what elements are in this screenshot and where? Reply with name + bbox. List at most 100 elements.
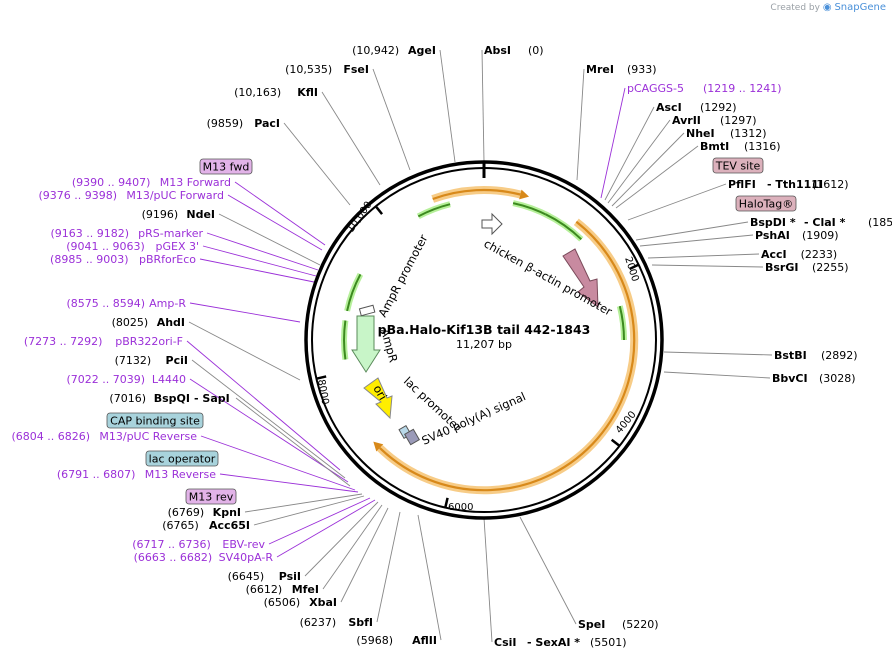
feature-box-label: CAP binding site (110, 415, 200, 428)
site-position: (9390 .. 9407) (72, 176, 151, 189)
primer-label: M13/pUC Forward (126, 189, 224, 202)
enzyme-label: MfeI (292, 583, 319, 596)
enzyme-label-suffix: - SexAI * (527, 636, 580, 649)
leader-line (627, 183, 727, 221)
site-labels: AgeI(10,942)FseI(10,535)KflI(10,163)PacI… (11, 44, 892, 649)
enzyme-label: AvrII (672, 114, 701, 127)
site-position: (8575 .. 8594) (66, 297, 145, 310)
leader-line (439, 49, 456, 163)
site-position: (9163 .. 9182) (50, 227, 129, 240)
green-arc (417, 203, 451, 218)
enzyme-label-suffix: - SapI (194, 392, 230, 405)
leader-line (321, 91, 381, 186)
site-position: (7022 .. 7039) (66, 373, 145, 386)
feature-glyphs (351, 212, 599, 446)
site-position: (7273 .. 7292) (24, 335, 103, 348)
site-position: (1219 .. 1241) (703, 82, 782, 95)
site-position: (1316) (744, 140, 781, 153)
enzyme-label: PflFI (728, 178, 756, 191)
leader-line (199, 258, 315, 283)
site-position: (10,535) (285, 63, 332, 76)
plasmid-name: pBa.Halo-Kif13B tail 442-1843 (378, 322, 591, 337)
site-position: (6769) (168, 506, 205, 519)
site-position: (9376 .. 9398) (38, 189, 117, 202)
leader-lines (186, 49, 773, 643)
primer-label: M13 Forward (160, 176, 231, 189)
primer-label: L4440 (152, 373, 186, 386)
green-arc (343, 320, 347, 360)
green-feature-arcs (341, 189, 627, 452)
cds-arc-top-core (432, 188, 521, 201)
enzyme-label: AflII (412, 634, 437, 647)
site-position: (1297) (720, 114, 757, 127)
site-position: (10,163) (234, 86, 281, 99)
enzyme-label: BmtI (700, 140, 729, 153)
leader-line (235, 397, 351, 487)
feature-label-ori: ori (370, 383, 390, 403)
leader-line (189, 302, 301, 323)
green-arc (544, 213, 582, 241)
leader-line (206, 232, 319, 271)
enzyme-label: NheI (686, 127, 715, 140)
brand-name: SnapGene (834, 2, 886, 13)
feature-box (185, 488, 237, 505)
ampr-promoter-box (358, 304, 376, 317)
feature-box-label: TEV site (715, 160, 761, 173)
leader-line (639, 234, 754, 247)
enzyme-label: CsiI (494, 636, 516, 649)
primer-label: pRS-marker (138, 227, 203, 240)
enzyme-label: MreI (586, 63, 614, 76)
site-position: (5220) (622, 618, 659, 631)
enzyme-label: BsrGI (765, 261, 798, 274)
site-position: (7132) (115, 354, 152, 367)
sv40-box (403, 428, 421, 446)
enzyme-label: AhdI (157, 316, 185, 329)
site-position: (9041 .. 9063) (66, 240, 145, 253)
leader-line (202, 245, 317, 277)
ampr-arrow (351, 315, 381, 373)
tick-label: 8000 (315, 379, 330, 406)
tick-mark (610, 438, 621, 447)
site-position: (10,942) (352, 44, 399, 57)
leader-line (253, 495, 365, 526)
leader-line (283, 122, 351, 206)
plasmid-size: 11,207 bp (456, 338, 512, 351)
leader-line (663, 371, 771, 379)
enzyme-label: FseI (343, 63, 369, 76)
leader-line (417, 514, 442, 641)
primer-label: M13/pUC Reverse (99, 430, 197, 443)
leader-line (234, 181, 326, 246)
enzyme-label: BspQI (154, 392, 190, 405)
enzyme-label: AccI (761, 248, 787, 261)
enzyme-label: PacI (254, 117, 280, 130)
tick-mark (374, 205, 384, 215)
leader-line (227, 194, 323, 251)
enzyme-label: AgeI (408, 44, 436, 57)
snapgene-credit: Created by ◉ SnapGene (770, 2, 886, 13)
site-position: (5501) (590, 636, 627, 649)
site-position: (0) (528, 44, 544, 57)
ori-arrow (363, 377, 393, 420)
primer-label: Amp-R (149, 297, 186, 310)
feature-box (712, 157, 764, 174)
site-position: (8985 .. 9003) (50, 253, 129, 266)
primer-label: SV40pA-R (219, 551, 274, 564)
leader-line (200, 435, 356, 491)
orange-cds-arcs (377, 186, 639, 495)
enzyme-label: NdeI (186, 208, 215, 221)
site-position: (6237) (300, 616, 337, 629)
leader-line (276, 499, 376, 558)
enzyme-label: AbsI (484, 44, 511, 57)
feature-box (735, 195, 797, 212)
enzyme-label: SpeI (578, 618, 605, 631)
enzyme-label: XbaI (309, 596, 337, 609)
primer-label: pGEX 3' (155, 240, 199, 253)
enzyme-label: PsiI (279, 570, 301, 583)
site-position: (1850) (868, 216, 892, 229)
feature-box-label: HaloTag® (739, 198, 793, 211)
site-position: (1612) (812, 178, 849, 191)
promoter-arrow (562, 248, 599, 309)
primer-label: pCAGGS-5 (627, 82, 684, 95)
enzyme-label: BbvCI (772, 372, 808, 385)
